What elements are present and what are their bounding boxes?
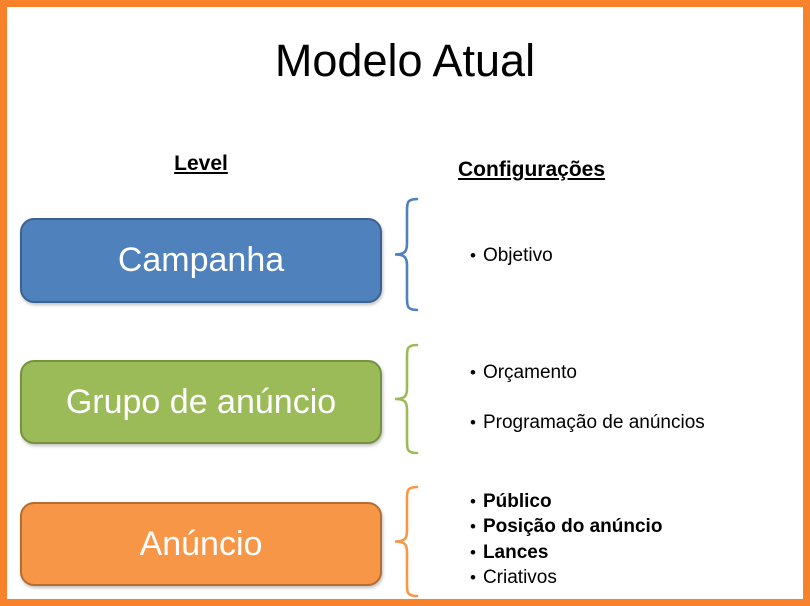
bullet-icon: •: [470, 363, 476, 382]
campanha-box: Campanha: [20, 218, 382, 303]
slide-title: Modelo Atual: [274, 35, 536, 86]
config-label: Lances: [482, 541, 549, 563]
level-column-header: Level: [174, 152, 228, 175]
grupo-de-anuncio-box-label: Grupo de anúncio: [65, 382, 337, 421]
anuncio-config-list: • Público • Posição do anúncio • Lances …: [470, 489, 662, 591]
anuncio-box-label: Anúncio: [139, 524, 263, 563]
config-label: Orçamento: [482, 362, 577, 383]
campanha-config-list: • Objetivo: [470, 243, 553, 268]
anuncio-box: Anúncio: [20, 502, 382, 586]
config-label: Criativos: [482, 567, 557, 589]
bullet-icon: •: [470, 517, 476, 537]
campanha-brace-icon: [394, 197, 419, 312]
config-label: Posição do anúncio: [482, 516, 663, 538]
grupo-de-anuncio-box: Grupo de anúncio: [20, 360, 382, 444]
campanha-box-label: Campanha: [117, 241, 285, 279]
bullet-icon: •: [470, 568, 476, 588]
grupo-de-anuncio-config-list: • Orçamento • Programação de anúncios: [470, 360, 705, 436]
bullet-icon: •: [470, 413, 476, 433]
bullet-icon: •: [470, 492, 476, 511]
list-item: • Orçamento: [470, 360, 705, 385]
grupo-de-anuncio-brace-icon: [394, 343, 419, 455]
anuncio-brace-icon: [394, 485, 419, 598]
list-item: • Público: [470, 489, 662, 514]
list-item: • Programação de anúncios: [470, 410, 705, 435]
bullet-icon: •: [470, 246, 476, 265]
config-label: Programação de anúncios: [482, 412, 705, 434]
bullet-icon: •: [470, 542, 476, 562]
list-item: • Criativos: [470, 565, 662, 590]
list-item: • Posição do anúncio: [470, 514, 662, 539]
list-item: • Lances: [470, 540, 662, 565]
configurations-column-header: Configurações: [458, 158, 606, 181]
config-label: Objetivo: [482, 245, 553, 266]
list-item: • Objetivo: [470, 243, 553, 268]
config-label: Público: [482, 491, 552, 512]
